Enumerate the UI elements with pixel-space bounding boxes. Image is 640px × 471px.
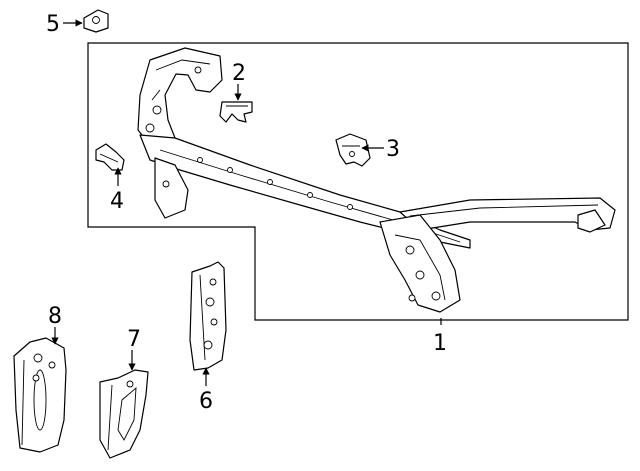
callout-6: 6 (199, 389, 213, 414)
callout-5: 5 (46, 12, 60, 37)
part-6-panel (189, 261, 227, 371)
part-2-bracket (219, 101, 253, 123)
callout-2: 2 (232, 61, 246, 86)
callout-4: 4 (110, 189, 124, 214)
callout-1: 1 (433, 331, 447, 356)
part-8-panel (13, 337, 67, 453)
part-1-upper-tie-bar (137, 47, 616, 313)
callout-8: 8 (48, 304, 62, 329)
assembly-frame (87, 42, 629, 321)
part-4-bracket (95, 143, 125, 171)
callout-7: 7 (127, 327, 141, 352)
part-5-clip (83, 9, 109, 33)
part-7-panel (99, 369, 149, 459)
callout-3: 3 (386, 137, 400, 162)
part-3-bracket (335, 133, 371, 167)
